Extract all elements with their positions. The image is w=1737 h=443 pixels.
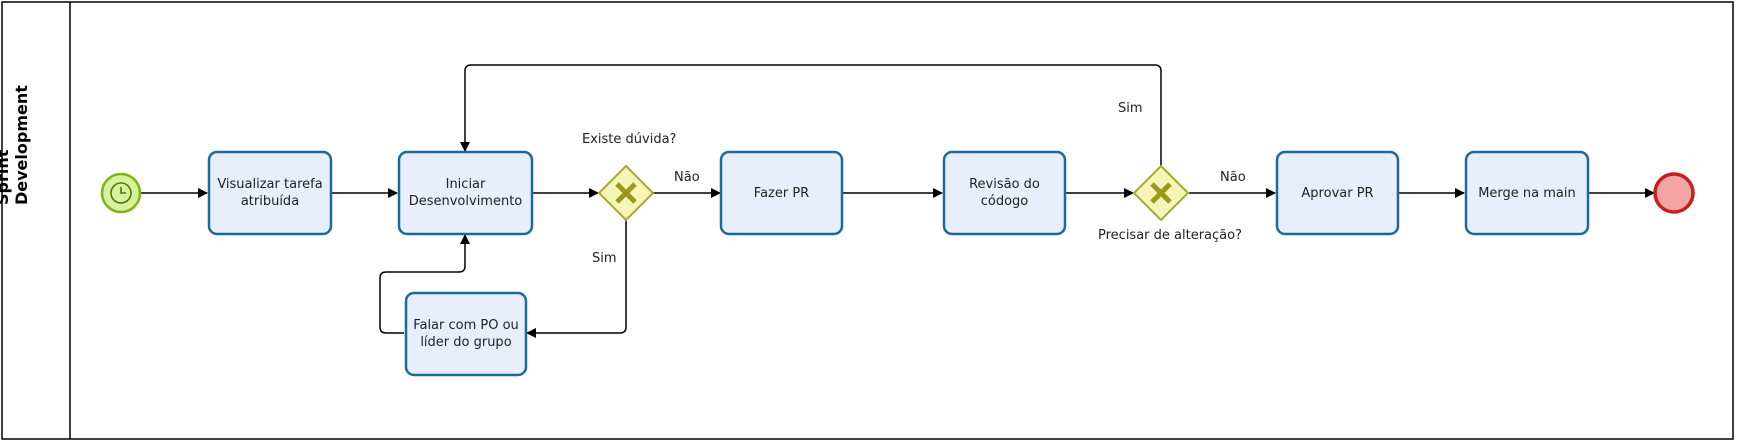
edge-label-alteracao-nao: Não — [1220, 170, 1246, 185]
timer-start-event[interactable] — [100, 172, 142, 214]
task-iniciar-desenvolvimento[interactable] — [397, 150, 534, 236]
flow-gateway-alteracao-sim-to-iniciar — [460, 64, 1162, 166]
task-visualizar-tarefa[interactable] — [207, 150, 333, 236]
edge-label-duvida-sim: Sim — [592, 251, 617, 266]
edge-label-alteracao-sim: Sim — [1118, 101, 1143, 116]
task-revisao-codigo[interactable] — [942, 150, 1067, 236]
gateway-label-precisar-alteracao: Precisar de alteração? — [1098, 228, 1242, 243]
end-event[interactable] — [1653, 172, 1695, 214]
flow-falar-to-iniciar — [379, 234, 470, 334]
clock-icon — [110, 182, 132, 204]
exclusive-x-icon — [615, 182, 637, 204]
task-merge-main[interactable] — [1464, 150, 1590, 236]
exclusive-x-icon — [1150, 182, 1172, 204]
gateway-precisar-alteracao[interactable] — [1132, 164, 1190, 222]
lane-title: Sprint Development — [0, 85, 31, 205]
task-aprovar-pr[interactable] — [1275, 150, 1400, 236]
task-fazer-pr[interactable] — [719, 150, 844, 236]
task-falar-com-po[interactable] — [404, 291, 528, 377]
flow-gateway-duvida-to-falar — [526, 220, 627, 338]
gateway-label-existe-duvida: Existe dúvida? — [582, 132, 677, 147]
edge-label-duvida-nao: Não — [674, 170, 700, 185]
gateway-existe-duvida[interactable] — [597, 164, 655, 222]
